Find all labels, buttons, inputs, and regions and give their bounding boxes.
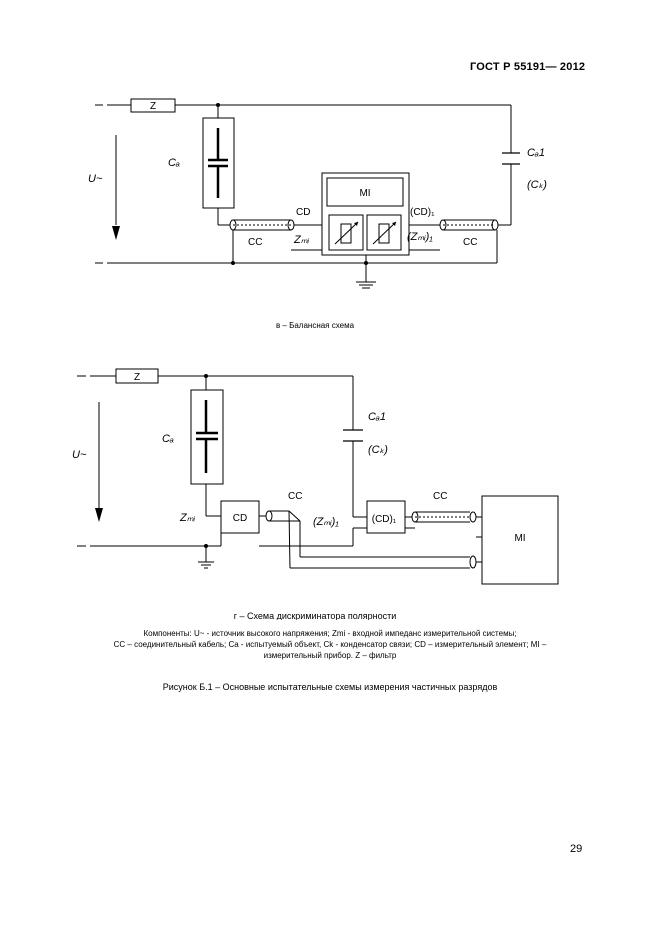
b-test-object-box xyxy=(190,389,224,485)
b-zmi-label: Zₘᵢ xyxy=(179,512,196,524)
b-caption: г – Схема дискриминатора полярности xyxy=(234,611,397,620)
a-zmi-label: Zₘᵢ xyxy=(293,234,310,246)
a-cc-left-label: CC xyxy=(248,237,262,248)
legend-line-3: измерительный прибор. Z – фильтр xyxy=(263,651,397,660)
b-cd-box xyxy=(220,500,260,534)
a-ca-label: Cₐ xyxy=(168,157,180,169)
b-ca-label: Cₐ xyxy=(162,433,174,445)
cd-element-right xyxy=(366,214,402,251)
a-mi-label: MI xyxy=(359,188,370,199)
b-mi-label: MI xyxy=(514,533,525,544)
a-ck-label: (Cₖ) xyxy=(527,179,547,191)
b-zmi1-label: (Zₘᵢ)₁ xyxy=(313,516,339,528)
b-mi-box xyxy=(481,495,559,585)
b-cd-label: CD xyxy=(233,513,247,524)
figure-caption: Рисунок Б.1 – Основные испытательные схе… xyxy=(162,682,498,692)
a-cd1-label: (CD)₁ xyxy=(410,207,435,218)
document-header: ГОСТ Р 55191— 2012 xyxy=(470,61,586,73)
balanced-circuit-diagram: Z U~ Cₐ Cₐ1 (Cₖ) CD (CD)₁ Zₘᵢ (Zₘᵢ)₁ CC … xyxy=(88,98,547,330)
a-u-label: U~ xyxy=(88,173,103,185)
cd-element-left xyxy=(328,214,364,251)
b-cc-right-label: CC xyxy=(433,491,447,502)
a-z-label: Z xyxy=(150,101,156,112)
b-ck-label: (Cₖ) xyxy=(368,444,388,456)
a-cc-right-label: CC xyxy=(463,237,477,248)
b-u-label: U~ xyxy=(72,449,87,461)
b-z-label: Z xyxy=(134,372,140,383)
a-caption: в – Балансная схема xyxy=(276,321,355,330)
mi-box-a xyxy=(326,177,404,207)
a-ca1-label: Cₐ1 xyxy=(527,147,545,159)
page-number: 29 xyxy=(570,843,583,855)
b-cc-left-label: CC xyxy=(288,491,302,502)
b-ca1-label: Cₐ1 xyxy=(368,411,386,423)
a-cd-label: CD xyxy=(296,207,310,218)
legend-line-1: Компоненты: U~ - источник высокого напря… xyxy=(143,629,517,638)
legend-line-2: CC – соединительный кабель; Ca - испытуе… xyxy=(113,640,547,649)
polarity-discriminator-diagram: Z U~ Cₐ Cₐ1 (Cₖ) Zₘᵢ CD CC (Zₘᵢ)₁ (CD)₁ … xyxy=(72,368,559,620)
b-cd1-label: (CD)₁ xyxy=(372,514,397,525)
a-zmi1-label: (Zₘᵢ)₁ xyxy=(407,231,433,243)
components-legend: Компоненты: U~ - источник высокого напря… xyxy=(40,628,620,661)
